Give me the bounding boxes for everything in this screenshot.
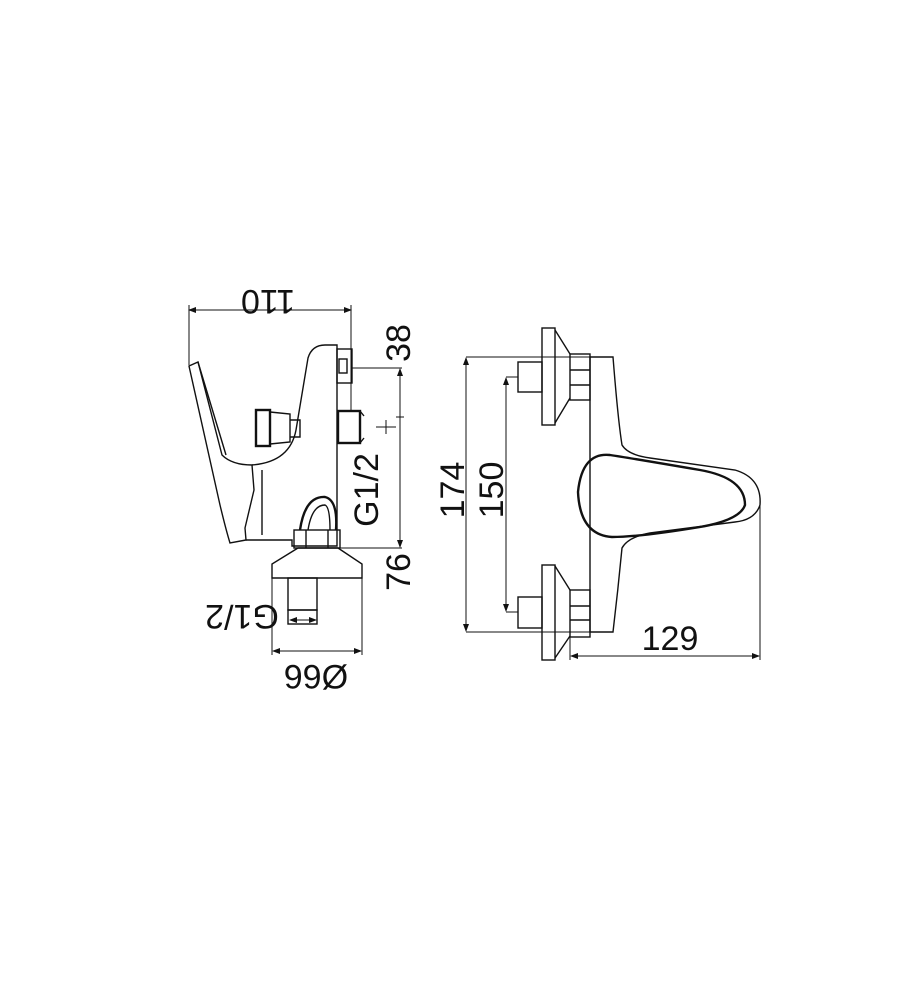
inlet-pipe	[287, 609, 318, 625]
bottom-nut	[569, 589, 591, 638]
width-label: 110	[241, 282, 295, 320]
thread-label: G1/2	[348, 453, 386, 527]
mixer-body	[246, 344, 338, 547]
front-view: 174 150 129	[434, 327, 761, 661]
thread-connector	[336, 409, 362, 445]
cartridge-cap	[254, 408, 272, 448]
total-height-label: 174	[434, 462, 472, 519]
inlet-thread-label: G1/2	[205, 597, 279, 635]
wall-flange	[271, 547, 363, 579]
height-bottom-label: 76	[380, 553, 418, 591]
side-view: 110 G1/2 Ø66 38	[188, 282, 418, 695]
lever	[188, 361, 255, 544]
height-top-label: 38	[380, 324, 418, 362]
handle	[576, 453, 747, 539]
diameter-label: Ø66	[284, 657, 348, 695]
elbow-pipe	[298, 495, 338, 531]
depth-label: 129	[642, 620, 699, 658]
centers-label: 150	[473, 462, 511, 519]
top-flange	[541, 327, 556, 426]
top-nut	[569, 353, 591, 401]
bottom-flange	[541, 564, 556, 661]
front-body	[589, 356, 761, 633]
